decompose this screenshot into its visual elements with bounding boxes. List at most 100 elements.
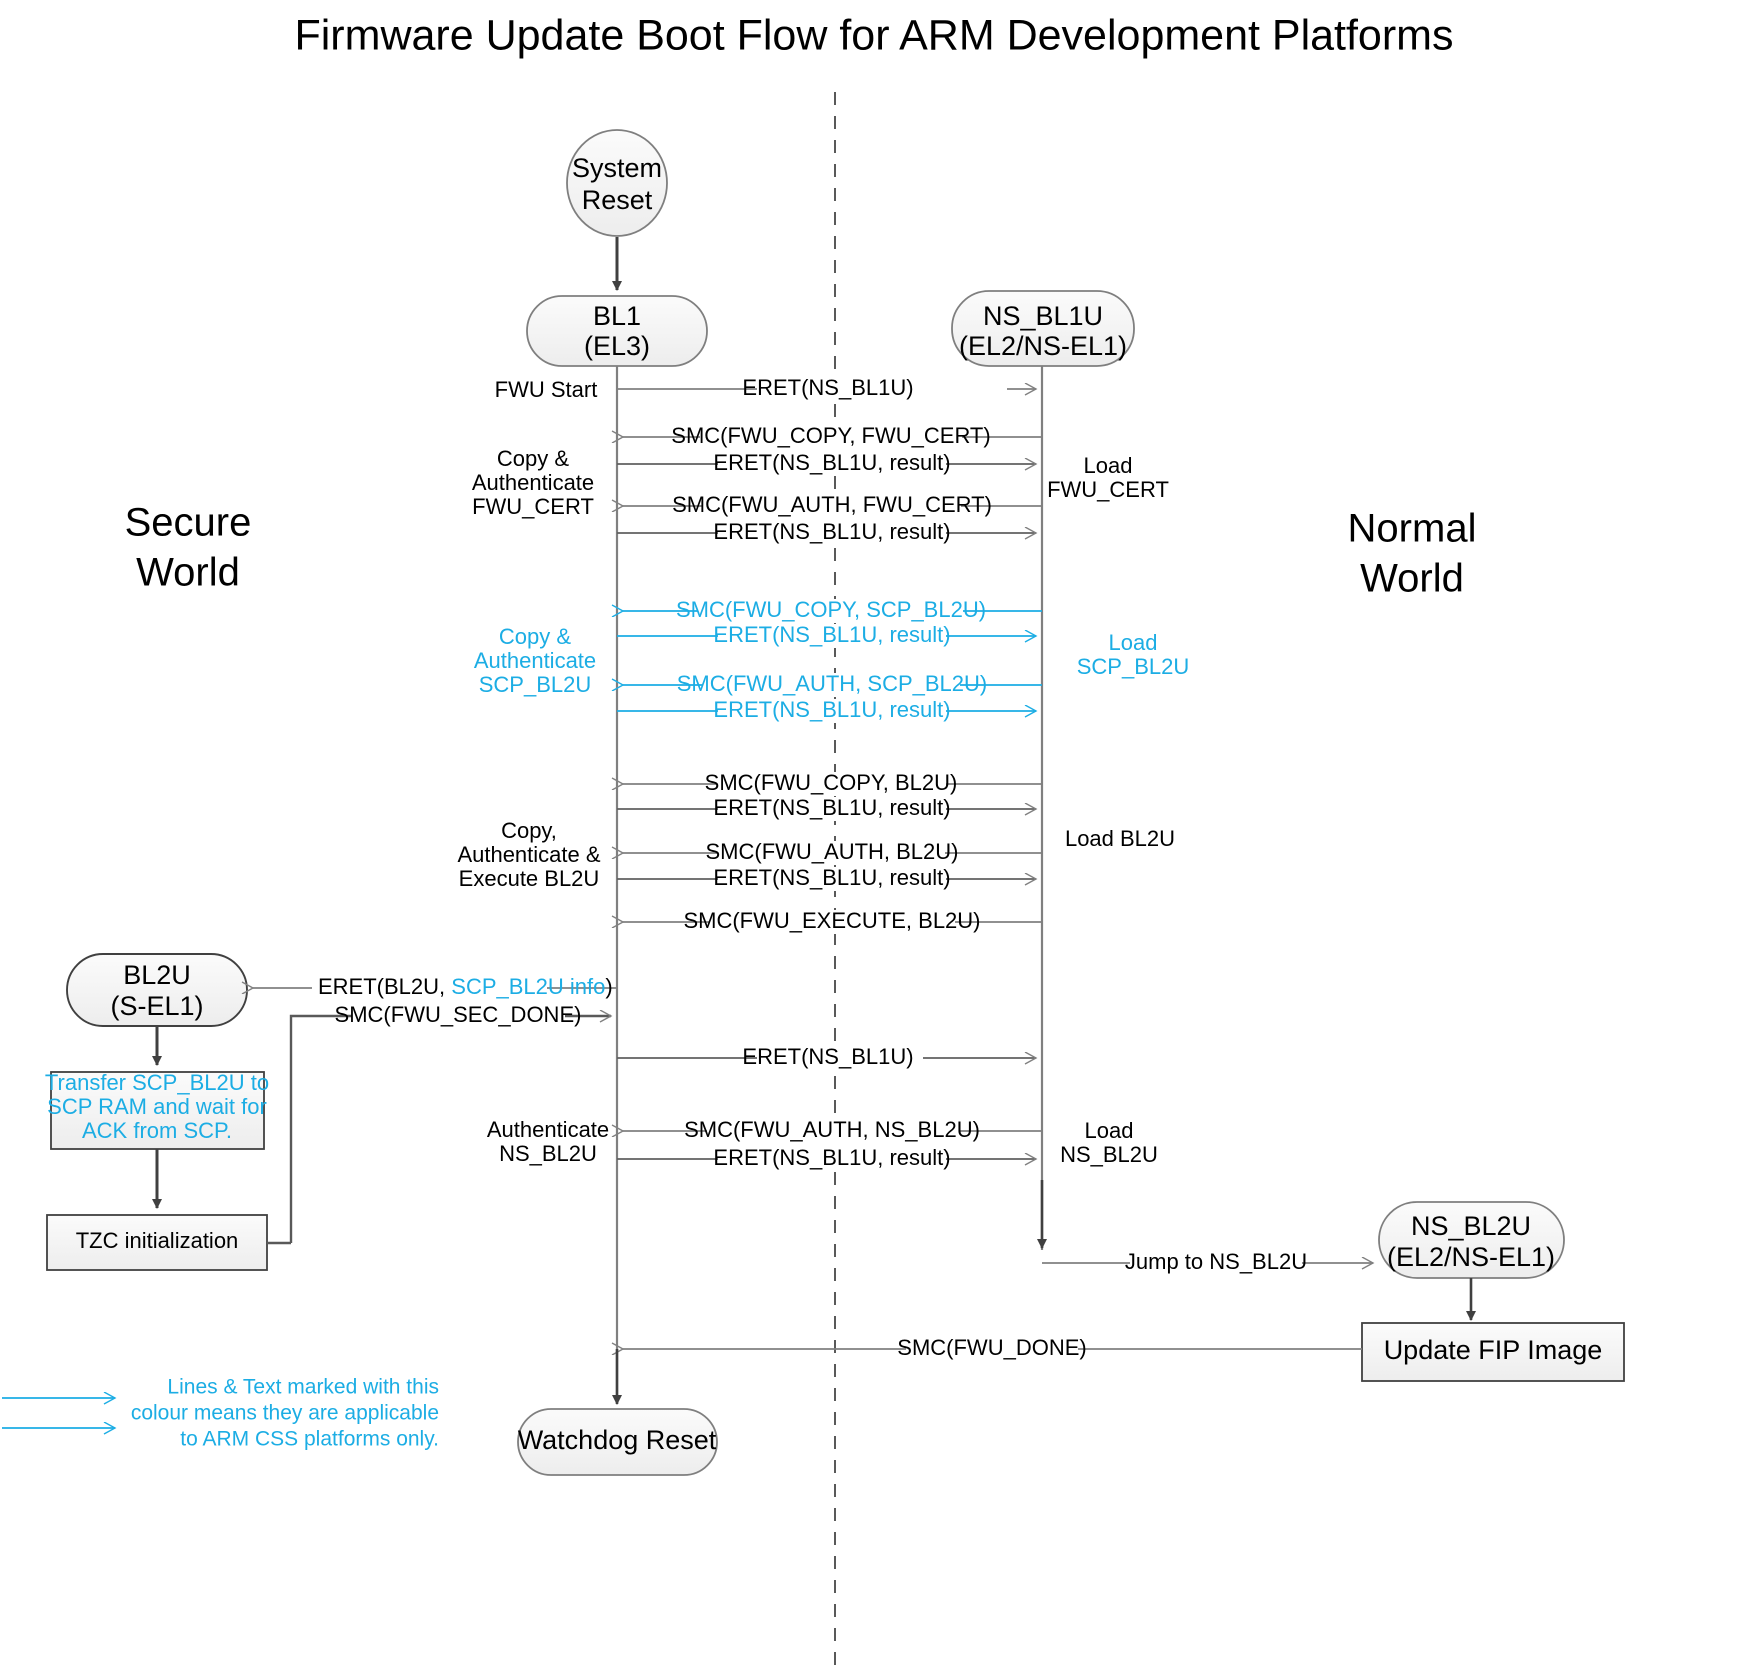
message-m9: ERET(NS_BL1U, result)	[617, 697, 1036, 723]
svg-text:SMC(FWU_COPY, BL2U): SMC(FWU_COPY, BL2U)	[705, 770, 958, 795]
box-transfer-scp-bl2u[interactable]: Transfer SCP_BL2U to SCP RAM and wait fo…	[45, 1070, 269, 1150]
svg-text:SMC(FWU_SEC_DONE): SMC(FWU_SEC_DONE)	[335, 1002, 582, 1027]
message-m21: SMC(FWU_DONE)	[623, 1335, 1362, 1361]
message-m19: ERET(NS_BL1U, result)	[617, 1145, 1036, 1171]
svg-text:(EL2/NS-EL1): (EL2/NS-EL1)	[959, 331, 1127, 361]
svg-text:SMC(FWU_COPY, FWU_CERT): SMC(FWU_COPY, FWU_CERT)	[671, 423, 990, 448]
svg-text:SMC(FWU_AUTH, NS_BL2U): SMC(FWU_AUTH, NS_BL2U)	[684, 1117, 980, 1142]
message-m2: SMC(FWU_COPY, FWU_CERT)	[623, 423, 1042, 449]
svg-text:Lines & Text marked with this: Lines & Text marked with this	[167, 1376, 439, 1399]
svg-text:NS_BL2U: NS_BL2U	[499, 1141, 597, 1166]
svg-text:Watchdog Reset: Watchdog Reset	[518, 1425, 717, 1455]
node-ns-bl2u[interactable]: NS_BL2U (EL2/NS-EL1)	[1378, 1201, 1565, 1279]
svg-text:Copy &: Copy &	[499, 624, 571, 649]
node-system-reset[interactable]: System Reset	[566, 129, 668, 237]
svg-text:(EL2/NS-EL1): (EL2/NS-EL1)	[1387, 1242, 1555, 1272]
svg-text:FWU_CERT: FWU_CERT	[472, 494, 594, 519]
svg-text:Normal: Normal	[1348, 507, 1477, 551]
left-annotation-a1: FWU Start	[495, 377, 598, 402]
svg-text:NS_BL2U: NS_BL2U	[1411, 1211, 1531, 1241]
svg-text:Load: Load	[1109, 630, 1158, 655]
svg-text:Load BL2U: Load BL2U	[1065, 826, 1175, 851]
message-m3: ERET(NS_BL1U, result)	[617, 450, 1036, 476]
message-m20: Jump to NS_BL2U	[1042, 1249, 1373, 1275]
message-m15-part-a: ERET(BL2U,	[318, 974, 451, 999]
message-m17: ERET(NS_BL1U)	[617, 1044, 1036, 1070]
node-bl1[interactable]: BL1 (EL3)	[526, 295, 708, 367]
svg-text:ERET(NS_BL1U, result): ERET(NS_BL1U, result)	[713, 450, 950, 475]
svg-text:ERET(NS_BL1U, result): ERET(NS_BL1U, result)	[713, 622, 950, 647]
svg-text:Jump to NS_BL2U: Jump to NS_BL2U	[1125, 1249, 1307, 1274]
right-annotation-b4: Load NS_BL2U	[1060, 1118, 1158, 1167]
svg-text:BL2U: BL2U	[123, 960, 191, 990]
svg-text:(EL3): (EL3)	[584, 331, 650, 361]
svg-text:ERET(NS_BL1U): ERET(NS_BL1U)	[742, 375, 913, 400]
svg-text:SCP_BL2U: SCP_BL2U	[479, 672, 592, 697]
message-m1: ERET(NS_BL1U)	[617, 375, 1036, 401]
left-annotation-a4: Copy, Authenticate & Execute BL2U	[457, 818, 600, 891]
svg-text:BL1: BL1	[593, 301, 641, 331]
node-watchdog-reset[interactable]: Watchdog Reset	[517, 1408, 718, 1476]
right-annotation-b2: Load SCP_BL2U	[1077, 630, 1190, 679]
message-m12: SMC(FWU_AUTH, BL2U)	[623, 839, 1042, 865]
node-bl2u[interactable]: BL2U (S-EL1)	[66, 953, 248, 1027]
message-m10: SMC(FWU_COPY, BL2U)	[623, 770, 1042, 796]
message-m15: ERET(BL2U, SCP_BL2U info)	[253, 974, 617, 1000]
svg-text:Transfer SCP_BL2U to: Transfer SCP_BL2U to	[45, 1070, 269, 1095]
svg-text:colour means they are applicab: colour means they are applicable	[131, 1402, 439, 1425]
svg-text:Authenticate &: Authenticate &	[457, 842, 600, 867]
svg-text:Update FIP Image: Update FIP Image	[1384, 1335, 1603, 1365]
svg-text:FWU_CERT: FWU_CERT	[1047, 477, 1169, 502]
svg-text:Authenticate: Authenticate	[474, 648, 596, 673]
message-m18: SMC(FWU_AUTH, NS_BL2U)	[623, 1117, 1042, 1143]
message-m13: ERET(NS_BL1U, result)	[617, 865, 1036, 891]
normal-world-label: Normal World	[1348, 507, 1477, 601]
svg-text:Load: Load	[1085, 1118, 1134, 1143]
svg-text:Reset: Reset	[582, 185, 653, 215]
svg-text:World: World	[136, 551, 240, 595]
message-m6: SMC(FWU_COPY, SCP_BL2U)	[623, 597, 1042, 623]
message-m16: SMC(FWU_SEC_DONE)	[289, 1002, 611, 1243]
svg-text:Copy,: Copy,	[501, 818, 557, 843]
message-m15-part-c: )	[605, 974, 612, 999]
svg-text:to ARM CSS platforms only.: to ARM CSS platforms only.	[180, 1428, 439, 1451]
svg-text:SMC(FWU_COPY, SCP_BL2U): SMC(FWU_COPY, SCP_BL2U)	[676, 597, 986, 622]
svg-text:NS_BL2U: NS_BL2U	[1060, 1142, 1158, 1167]
svg-text:Load: Load	[1084, 453, 1133, 478]
svg-text:ACK from SCP.: ACK from SCP.	[82, 1118, 232, 1143]
svg-text:SMC(FWU_AUTH, FWU_CERT): SMC(FWU_AUTH, FWU_CERT)	[672, 492, 992, 517]
left-annotation-a5: Authenticate NS_BL2U	[487, 1117, 609, 1166]
message-m7: ERET(NS_BL1U, result)	[617, 622, 1036, 648]
svg-text:SCP RAM and wait for: SCP RAM and wait for	[47, 1094, 267, 1119]
page-title: Firmware Update Boot Flow for ARM Develo…	[294, 11, 1453, 59]
svg-text:Secure: Secure	[125, 501, 252, 545]
message-m4: SMC(FWU_AUTH, FWU_CERT)	[623, 492, 1042, 518]
box-tzc-initialization[interactable]: TZC initialization	[46, 1214, 268, 1271]
svg-text:SMC(FWU_DONE): SMC(FWU_DONE)	[897, 1335, 1086, 1360]
svg-text:(S-EL1): (S-EL1)	[110, 991, 203, 1021]
node-ns-bl1u[interactable]: NS_BL1U (EL2/NS-EL1)	[951, 290, 1135, 367]
message-m8: SMC(FWU_AUTH, SCP_BL2U)	[623, 671, 1042, 697]
right-annotation-b3: Load BL2U	[1065, 826, 1175, 851]
left-annotation-a2: Copy & Authenticate FWU_CERT	[472, 446, 594, 519]
svg-text:Copy &: Copy &	[497, 446, 569, 471]
message-m14: SMC(FWU_EXECUTE, BL2U)	[623, 908, 1042, 934]
legend-text: Lines & Text marked with this colour mea…	[131, 1376, 439, 1451]
svg-text:ERET(NS_BL1U, result): ERET(NS_BL1U, result)	[713, 519, 950, 544]
box-update-fip-image[interactable]: Update FIP Image	[1361, 1322, 1625, 1382]
right-annotation-b1: Load FWU_CERT	[1047, 453, 1169, 502]
message-m15-part-b: SCP_BL2U info	[451, 974, 605, 999]
message-m11: ERET(NS_BL1U, result)	[617, 795, 1036, 821]
message-m5: ERET(NS_BL1U, result)	[617, 519, 1036, 545]
svg-text:TZC initialization: TZC initialization	[76, 1228, 239, 1253]
svg-text:World: World	[1360, 557, 1464, 601]
svg-text:Execute BL2U: Execute BL2U	[459, 866, 600, 891]
svg-text:SCP_BL2U: SCP_BL2U	[1077, 654, 1190, 679]
svg-text:System: System	[572, 153, 662, 183]
svg-text:Authenticate: Authenticate	[472, 470, 594, 495]
svg-text:SMC(FWU_EXECUTE, BL2U): SMC(FWU_EXECUTE, BL2U)	[683, 908, 980, 933]
left-annotation-a3: Copy & Authenticate SCP_BL2U	[474, 624, 596, 697]
svg-text:ERET(NS_BL1U): ERET(NS_BL1U)	[742, 1044, 913, 1069]
svg-text:ERET(NS_BL1U, result): ERET(NS_BL1U, result)	[713, 865, 950, 890]
svg-text:SMC(FWU_AUTH, BL2U): SMC(FWU_AUTH, BL2U)	[705, 839, 958, 864]
